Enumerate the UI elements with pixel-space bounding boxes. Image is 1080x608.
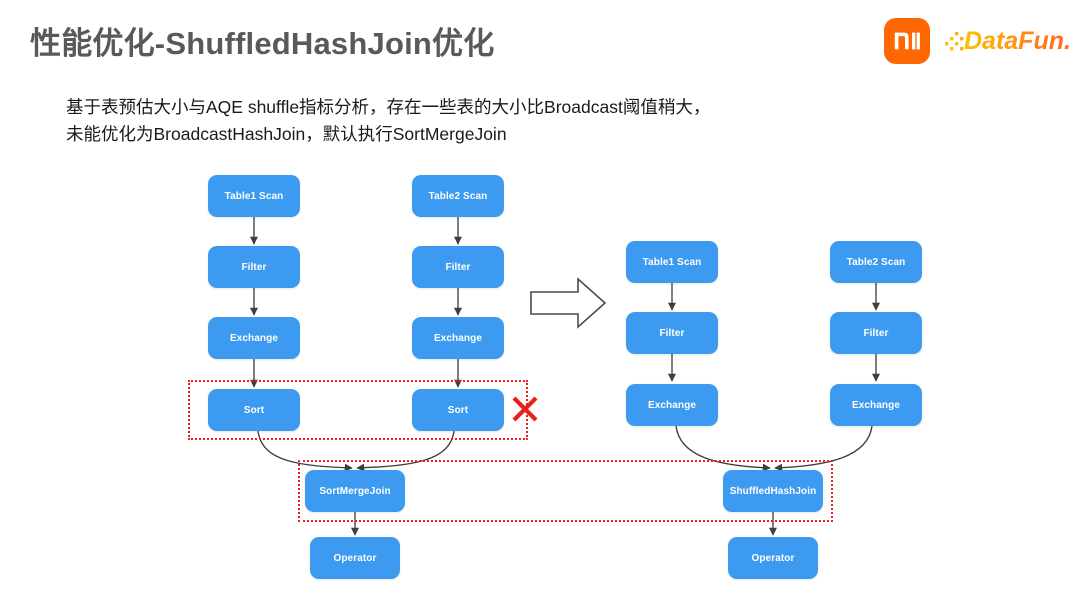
node-sort-left-1[interactable]: Sort bbox=[208, 389, 300, 431]
transition-arrow bbox=[530, 277, 607, 329]
node-filter-right-1[interactable]: Filter bbox=[626, 312, 718, 354]
node-shuffledhashjoin[interactable]: ShuffledHashJoin bbox=[723, 470, 823, 512]
node-sort-left-2[interactable]: Sort bbox=[412, 389, 504, 431]
node-filter-left-2[interactable]: Filter bbox=[412, 246, 504, 288]
node-exchange-left-2[interactable]: Exchange bbox=[412, 317, 504, 359]
red-x-icon bbox=[510, 394, 540, 424]
node-exchange-left-1[interactable]: Exchange bbox=[208, 317, 300, 359]
description-line-2: 未能优化为BroadcastHashJoin，默认执行SortMergeJoin bbox=[66, 124, 507, 144]
node-exchange-right-1[interactable]: Exchange bbox=[626, 384, 718, 426]
description-line-1: 基于表预估大小与AQE shuffle指标分析，存在一些表的大小比Broadca… bbox=[66, 97, 711, 117]
node-table1-scan-right[interactable]: Table1 Scan bbox=[626, 241, 718, 283]
node-filter-left-1[interactable]: Filter bbox=[208, 246, 300, 288]
join-stage-group bbox=[298, 460, 833, 522]
datafun-logo: DataFun. bbox=[944, 22, 1072, 61]
node-table1-scan-left[interactable]: Table1 Scan bbox=[208, 175, 300, 217]
node-table2-scan-left[interactable]: Table2 Scan bbox=[412, 175, 504, 217]
node-operator-right[interactable]: Operator bbox=[728, 537, 818, 579]
node-table2-scan-right[interactable]: Table2 Scan bbox=[830, 241, 922, 283]
logo-group: DataFun. bbox=[884, 18, 1072, 64]
node-exchange-right-2[interactable]: Exchange bbox=[830, 384, 922, 426]
node-sortmergejoin[interactable]: SortMergeJoin bbox=[305, 470, 405, 512]
description-text: 基于表预估大小与AQE shuffle指标分析，存在一些表的大小比Broadca… bbox=[66, 94, 886, 148]
page-title: 性能优化-ShuffledHashJoin优化 bbox=[30, 26, 495, 61]
node-operator-left[interactable]: Operator bbox=[310, 537, 400, 579]
xiaomi-logo bbox=[884, 18, 930, 64]
svg-text:DataFun.: DataFun. bbox=[964, 27, 1071, 55]
node-filter-right-2[interactable]: Filter bbox=[830, 312, 922, 354]
